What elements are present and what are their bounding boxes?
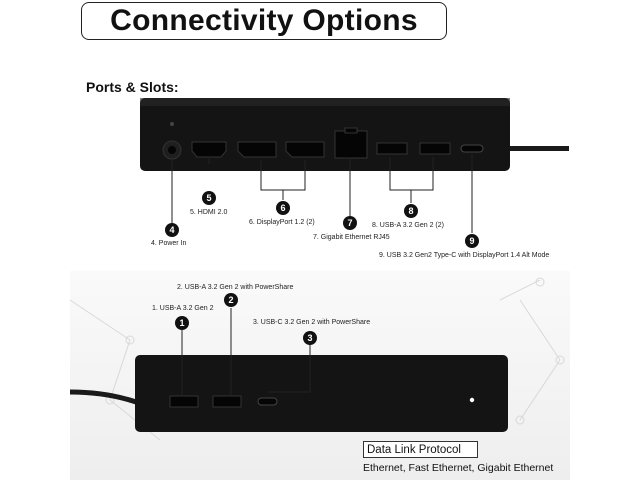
marker-7: 7	[343, 216, 357, 230]
svg-text:2: 2	[228, 295, 233, 305]
marker-2: 2	[224, 293, 238, 307]
svg-text:5: 5	[206, 193, 211, 203]
marker-1: 1	[175, 316, 189, 330]
section-title: Ports & Slots:	[86, 79, 179, 95]
usb-a-front-2	[212, 395, 242, 408]
power-button	[469, 397, 475, 403]
hdmi-port	[191, 141, 227, 158]
protocol-heading: Data Link Protocol	[363, 441, 478, 458]
label-power-in: 4. Power In	[151, 240, 187, 247]
svg-text:1: 1	[179, 318, 184, 328]
label-usb-a-rear: 8. USB-A 3.2 Gen 2 (2)	[372, 222, 444, 229]
displayport-1	[237, 141, 277, 158]
power-in-port	[162, 122, 182, 160]
rear-leader-lines	[171, 152, 473, 233]
ethernet-port	[334, 127, 368, 159]
usb-a-rear-1	[376, 142, 408, 155]
svg-text:8: 8	[408, 206, 413, 216]
usb-a-rear-2	[419, 142, 451, 155]
label-usb-c-powershare: 3. USB-C 3.2 Gen 2 with PowerShare	[253, 319, 371, 326]
label-hdmi: 5. HDMI 2.0	[190, 209, 228, 216]
rear-dock	[140, 98, 569, 171]
label-displayport: 6. DisplayPort 1.2 (2)	[249, 219, 315, 226]
front-dock-body	[135, 355, 508, 432]
svg-text:6: 6	[280, 203, 285, 213]
label-usb-c-rear: 9. USB 3.2 Gen2 Type-C with DisplayPort …	[379, 252, 550, 259]
usb-c-front	[257, 397, 278, 406]
svg-text:7: 7	[347, 218, 352, 228]
network-pattern	[69, 277, 565, 441]
svg-text:4: 4	[169, 225, 174, 235]
svg-text:3: 3	[307, 333, 312, 343]
front-dock	[69, 355, 508, 432]
label-usb-a-front: 1. USB-A 3.2 Gen 2	[152, 305, 214, 312]
marker-8: 8	[404, 204, 418, 218]
front-leader-lines	[181, 308, 311, 395]
usb-c-rear	[460, 144, 484, 153]
marker-9: 9	[465, 234, 479, 248]
svg-text:9: 9	[469, 236, 474, 246]
label-ethernet: 7. Gigabit Ethernet RJ45	[313, 234, 390, 241]
front-cable	[69, 389, 137, 405]
marker-3: 3	[303, 331, 317, 345]
rear-cable	[505, 146, 569, 151]
marker-4: 4	[165, 223, 179, 237]
usb-a-front-1	[169, 395, 199, 408]
label-usb-a-powershare: 2. USB-A 3.2 Gen 2 with PowerShare	[177, 284, 294, 291]
page-title: Connectivity Options	[81, 2, 447, 40]
rear-dock-body	[140, 98, 510, 171]
protocol-value: Ethernet, Fast Ethernet, Gigabit Etherne…	[363, 462, 554, 474]
marker-5: 5	[202, 191, 216, 205]
marker-6: 6	[276, 201, 290, 215]
markers: 4 5 6 7 8 9 1 2 3	[165, 191, 479, 345]
displayport-2	[285, 141, 325, 158]
